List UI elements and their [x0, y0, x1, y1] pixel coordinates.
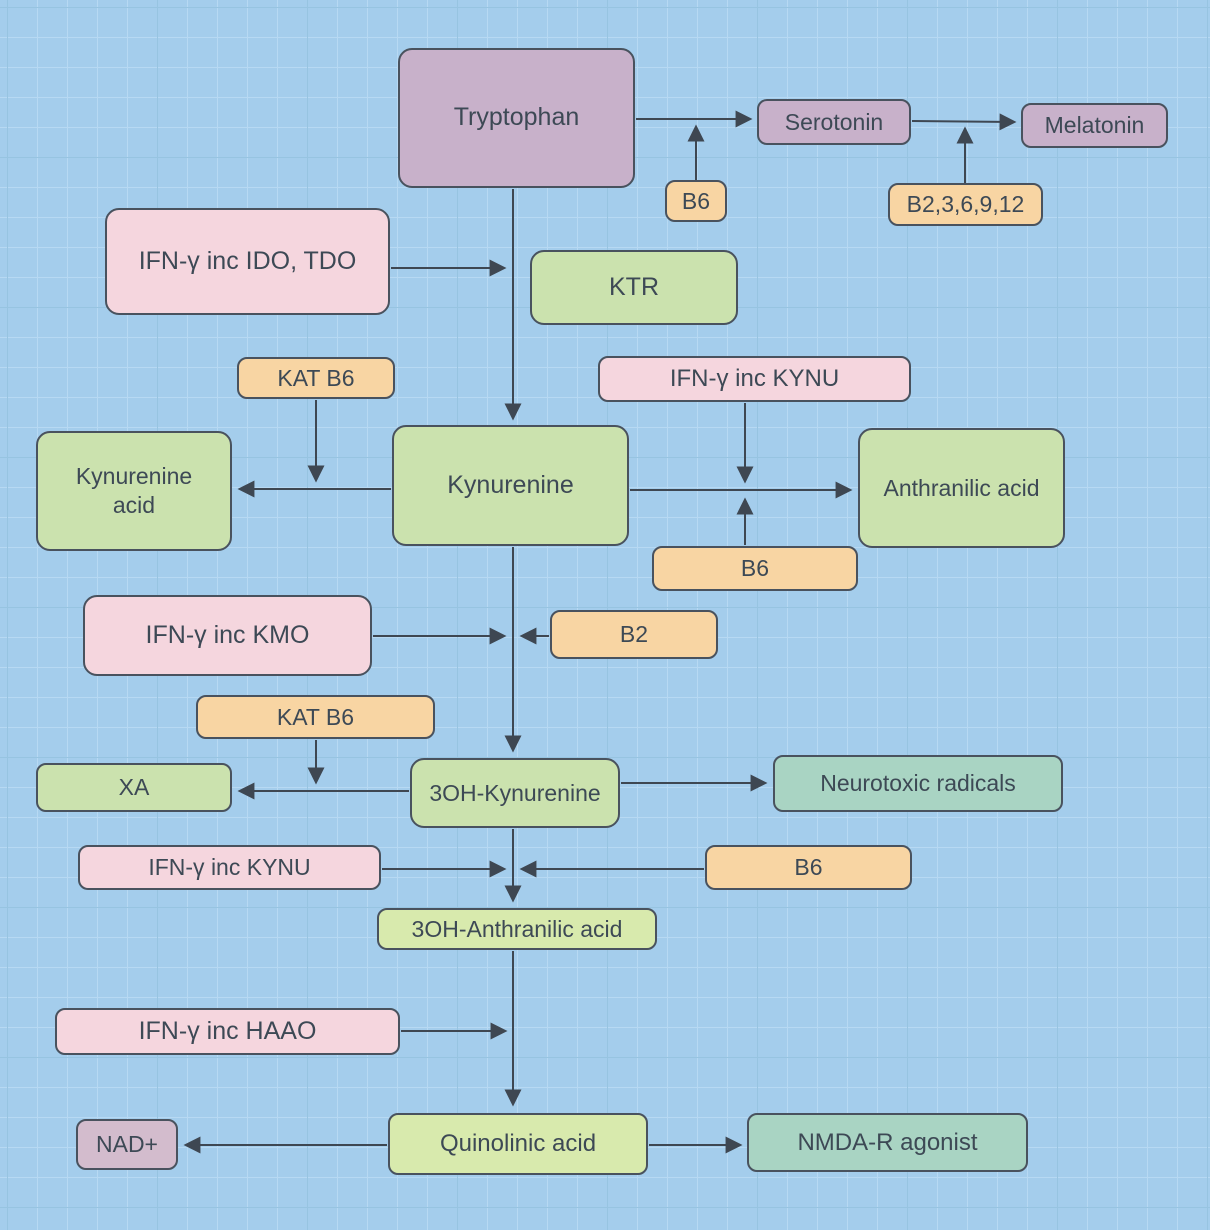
node-ifn-kmo[interactable]: IFN-γ inc KMO — [83, 595, 372, 676]
node-ifn-kynu-lower[interactable]: IFN-γ inc KYNU — [78, 845, 381, 890]
node-kynurenine[interactable]: Kynurenine — [392, 425, 629, 546]
node-anthranilic-acid[interactable]: Anthranilic acid — [858, 428, 1065, 548]
node-ifn-kynu-upper[interactable]: IFN-γ inc KYNU — [598, 356, 911, 402]
node-melatonin[interactable]: Melatonin — [1021, 103, 1168, 148]
node-ktr[interactable]: KTR — [530, 250, 738, 325]
node-nad[interactable]: NAD+ — [76, 1119, 178, 1170]
edge-serotonin-to-melatonin — [911, 113, 1017, 131]
node-kat-b6-upper[interactable]: KAT B6 — [237, 357, 395, 399]
node-xa[interactable]: XA — [36, 763, 232, 812]
node-ifn-haao[interactable]: IFN-γ inc HAAO — [55, 1008, 400, 1055]
node-quinolinic-acid[interactable]: Quinolinic acid — [388, 1113, 648, 1175]
node-tryptophan[interactable]: Tryptophan — [398, 48, 635, 188]
node-oh-anthranilic[interactable]: 3OH-Anthranilic acid — [377, 908, 657, 950]
node-oh-kynurenine[interactable]: 3OH-Kynurenine — [410, 758, 620, 828]
node-kat-b6-lower[interactable]: KAT B6 — [196, 695, 435, 739]
node-serotonin[interactable]: Serotonin — [757, 99, 911, 145]
node-b2[interactable]: B2 — [550, 610, 718, 659]
node-neurotoxic-radicals[interactable]: Neurotoxic radicals — [773, 755, 1063, 812]
node-nmda-agonist[interactable]: NMDA-R agonist — [747, 1113, 1028, 1172]
node-b6-serotonin[interactable]: B6 — [665, 180, 727, 222]
node-b6-kynu[interactable]: B6 — [705, 845, 912, 890]
node-b6-anthranilic[interactable]: B6 — [652, 546, 858, 591]
node-ifn-ido-tdo[interactable]: IFN-γ inc IDO, TDO — [105, 208, 390, 315]
node-b-vitamins[interactable]: B2,3,6,9,12 — [888, 183, 1043, 226]
node-kynurenine-acid[interactable]: Kynurenine acid — [36, 431, 232, 551]
